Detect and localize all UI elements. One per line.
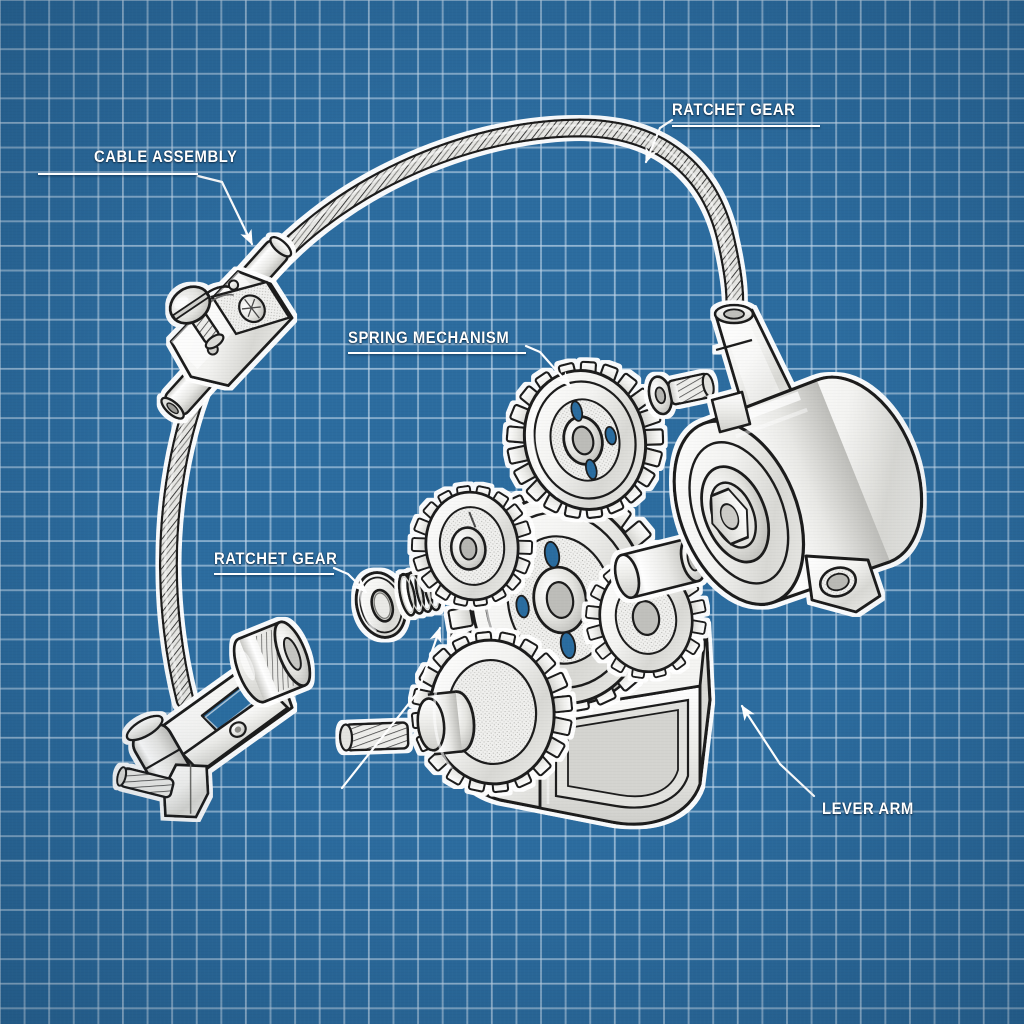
- braided-cable: [158, 118, 745, 710]
- label-rule-ratchet-gear-top: [672, 125, 820, 127]
- cable-clamp: [168, 269, 294, 388]
- label-rule-ratchet-gear-mid: [214, 573, 334, 575]
- washer-ring: [354, 571, 408, 639]
- leader-spring-mechanism: [524, 344, 572, 388]
- leader-lines: [196, 118, 816, 798]
- label-ratchet-gear-top: RATCHET GEAR: [672, 101, 796, 119]
- label-lever-arm: LEVER ARM: [822, 800, 914, 818]
- clevis-threaded-stud: [116, 763, 210, 819]
- drum-pulley: [232, 620, 312, 704]
- label-cable-assembly: CABLE ASSEMBLY: [94, 148, 238, 166]
- cylindrical-actuator: [672, 303, 924, 614]
- label-rule-spring-mechanism: [348, 352, 526, 354]
- output-gear: [338, 630, 574, 794]
- leader-cable-assembly: [196, 174, 254, 246]
- spring-mech-gear: [505, 360, 665, 520]
- leader-ratchet-gear-mid-2: [340, 626, 442, 790]
- label-rule-cable-assembly: [38, 173, 198, 175]
- leader-ratchet-gear-top: [644, 118, 674, 164]
- small-pinion-gear: [410, 484, 534, 608]
- actuator-mount-flange: [804, 554, 882, 614]
- adjuster-screw: [168, 285, 225, 350]
- shoulder-bolt: [647, 372, 715, 416]
- leader-ratchet-gear-mid: [332, 566, 368, 594]
- coil-spring: [397, 567, 442, 617]
- leader-lever-arm: [740, 704, 816, 798]
- label-ratchet-gear-mid: RATCHET GEAR: [214, 550, 338, 568]
- label-spring-mechanism: SPRING MECHANISM: [348, 329, 510, 347]
